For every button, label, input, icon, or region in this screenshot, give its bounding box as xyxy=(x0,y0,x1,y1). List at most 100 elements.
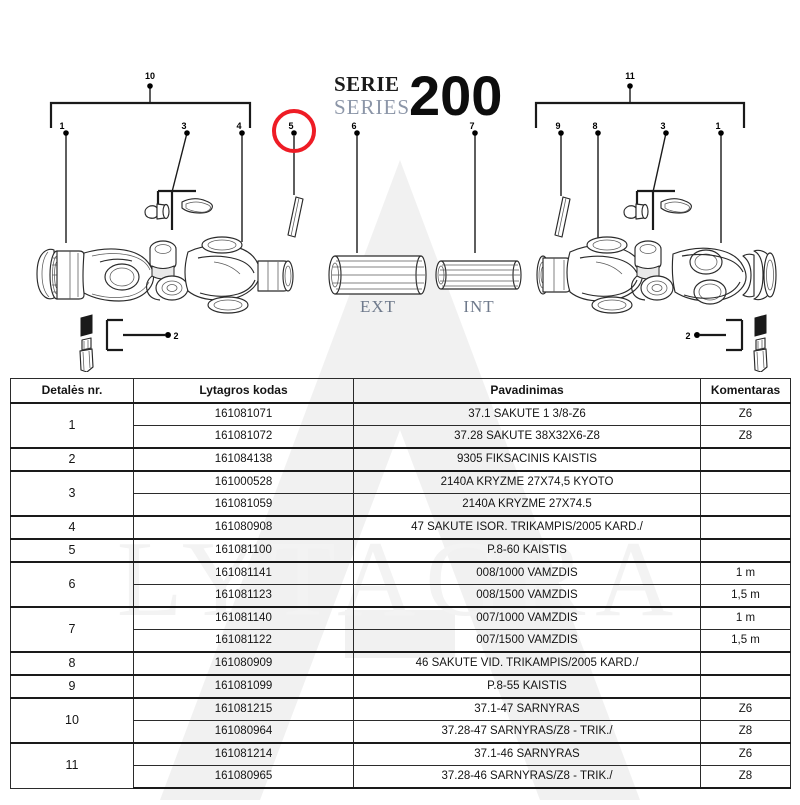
cell-name: 007/1000 VAMZDIS xyxy=(353,606,701,630)
bolt-pin-group-part-2-left: 2 xyxy=(79,314,179,372)
callout-leaders-right: 7 9 8 3 1 xyxy=(469,121,724,253)
cell-code: 161080964 xyxy=(133,720,354,744)
cell-comment: Z6 xyxy=(700,402,791,426)
callout-label-7: 7 xyxy=(469,121,474,131)
callout-label-3-right: 3 xyxy=(660,121,665,131)
roll-pin-part-5 xyxy=(287,196,304,238)
callout-label-1-left: 1 xyxy=(59,121,64,131)
highlight-ring-part-5 xyxy=(272,109,316,153)
cell-comment xyxy=(700,538,791,563)
cell-code: 161081100 xyxy=(133,538,354,563)
cell-code: 161081059 xyxy=(133,493,354,517)
callout-label-1-right: 1 xyxy=(715,121,720,131)
callout-label-6: 6 xyxy=(351,121,356,131)
cell-code: 161081122 xyxy=(133,629,354,653)
cell-comment xyxy=(700,674,791,699)
bearing-kit-group-right xyxy=(623,189,692,230)
callout-label-2-right: 2 xyxy=(685,331,690,341)
parts-list-table: Detalės nr. Lytagros kodas Pavadinimas K… xyxy=(10,378,791,789)
title-serie: SERIE xyxy=(334,72,400,96)
cell-part-number: 7 xyxy=(10,606,134,653)
shaft-label-ext: EXT xyxy=(360,297,396,316)
cell-part-number: 9 xyxy=(10,674,134,699)
cell-name: 37.28-47 SARNYRAS/Z8 - TRIK./ xyxy=(353,720,701,744)
cell-comment: Z6 xyxy=(700,697,791,721)
table-header-row: Detalės nr. Lytagros kodas Pavadinimas K… xyxy=(10,378,791,404)
exploded-parts-diagram: SERIE SERIES 200 10 11 1 3 4 5 xyxy=(0,0,800,372)
cell-name: 37.1-47 SARNYRAS xyxy=(353,697,701,721)
cell-code: 161000528 xyxy=(133,470,354,494)
cell-name: P.8-55 KAISTIS xyxy=(353,674,701,699)
cell-code: 161081072 xyxy=(133,425,354,449)
col-header-name: Pavadinimas xyxy=(353,378,701,404)
cell-part-number: 6 xyxy=(10,561,134,608)
cell-comment: 1,5 m xyxy=(700,629,791,653)
cell-name: 2140A KRYZME 27X74,5 KYOTO xyxy=(353,470,701,494)
bearing-kit-group-left xyxy=(144,189,213,230)
callout-label-11: 11 xyxy=(625,71,635,81)
cell-comment xyxy=(700,470,791,494)
col-header-comment: Komentaras xyxy=(700,378,791,404)
bracket-group-11: 11 xyxy=(534,71,746,128)
cell-name: 47 SAKUTE ISOR. TRIKAMPIS/2005 KARD./ xyxy=(353,515,701,540)
cell-comment: 1 m xyxy=(700,606,791,630)
snap-ring-right xyxy=(660,198,692,214)
bolt-pin-group-part-2-right: 2 xyxy=(685,314,768,372)
callout-label-4-left: 4 xyxy=(236,121,241,131)
grease-nipple-left xyxy=(144,203,170,220)
cell-part-number: 4 xyxy=(10,515,134,540)
cell-code: 161081215 xyxy=(133,697,354,721)
cell-comment: Z8 xyxy=(700,765,791,789)
cell-comment xyxy=(700,651,791,676)
cell-code: 161081099 xyxy=(133,674,354,699)
cell-part-number: 10 xyxy=(10,697,134,744)
callout-label-5-left: 5 xyxy=(288,121,293,131)
cross-journal-part-3-left xyxy=(145,240,189,301)
left-universal-joint-assembly: 2 xyxy=(36,236,294,372)
cell-name: 37.28-46 SARNYRAS/Z8 - TRIK./ xyxy=(353,765,701,789)
cell-name: 37.1 SAKUTE 1 3/8-Z6 xyxy=(353,402,701,426)
cell-part-number: 2 xyxy=(10,447,134,472)
cell-code: 161081123 xyxy=(133,584,354,608)
cell-code: 161081140 xyxy=(133,606,354,630)
cell-name: 37.1-46 SARNYRAS xyxy=(353,742,701,766)
cell-code: 161081214 xyxy=(133,742,354,766)
right-universal-joint-assembly: 2 xyxy=(536,236,777,372)
cell-comment: Z8 xyxy=(700,720,791,744)
cross-journal-part-3-right xyxy=(630,240,674,301)
cell-comment: 1,5 m xyxy=(700,584,791,608)
cell-comment xyxy=(700,447,791,472)
cell-part-number: 5 xyxy=(10,538,134,563)
parts-list-container: Detalės nr. Lytagros kodas Pavadinimas K… xyxy=(10,378,791,789)
inner-profile-tube-part-7: INT xyxy=(435,260,522,316)
grease-nipple-right xyxy=(623,203,649,220)
callout-label-10: 10 xyxy=(145,71,155,81)
callout-label-8: 8 xyxy=(592,121,597,131)
cell-part-number: 11 xyxy=(10,742,134,789)
cell-comment xyxy=(700,515,791,540)
cell-comment: 1 m xyxy=(700,561,791,585)
cell-code: 161081141 xyxy=(133,561,354,585)
cell-code: 161080965 xyxy=(133,765,354,789)
callout-leaders-left: 1 3 4 5 6 xyxy=(59,109,360,253)
cell-name: 46 SAKUTE VID. TRIKAMPIS/2005 KARD./ xyxy=(353,651,701,676)
cell-name: 2140A KRYZME 27X74.5 xyxy=(353,493,701,517)
cell-code: 161081071 xyxy=(133,402,354,426)
outer-profile-tube-part-6: EXT xyxy=(328,255,427,316)
yoke-part-1-right xyxy=(671,247,777,305)
cell-comment xyxy=(700,493,791,517)
col-header-part-number: Detalės nr. xyxy=(10,378,134,404)
callout-label-2-left: 2 xyxy=(173,331,178,341)
cell-comment: Z6 xyxy=(700,742,791,766)
